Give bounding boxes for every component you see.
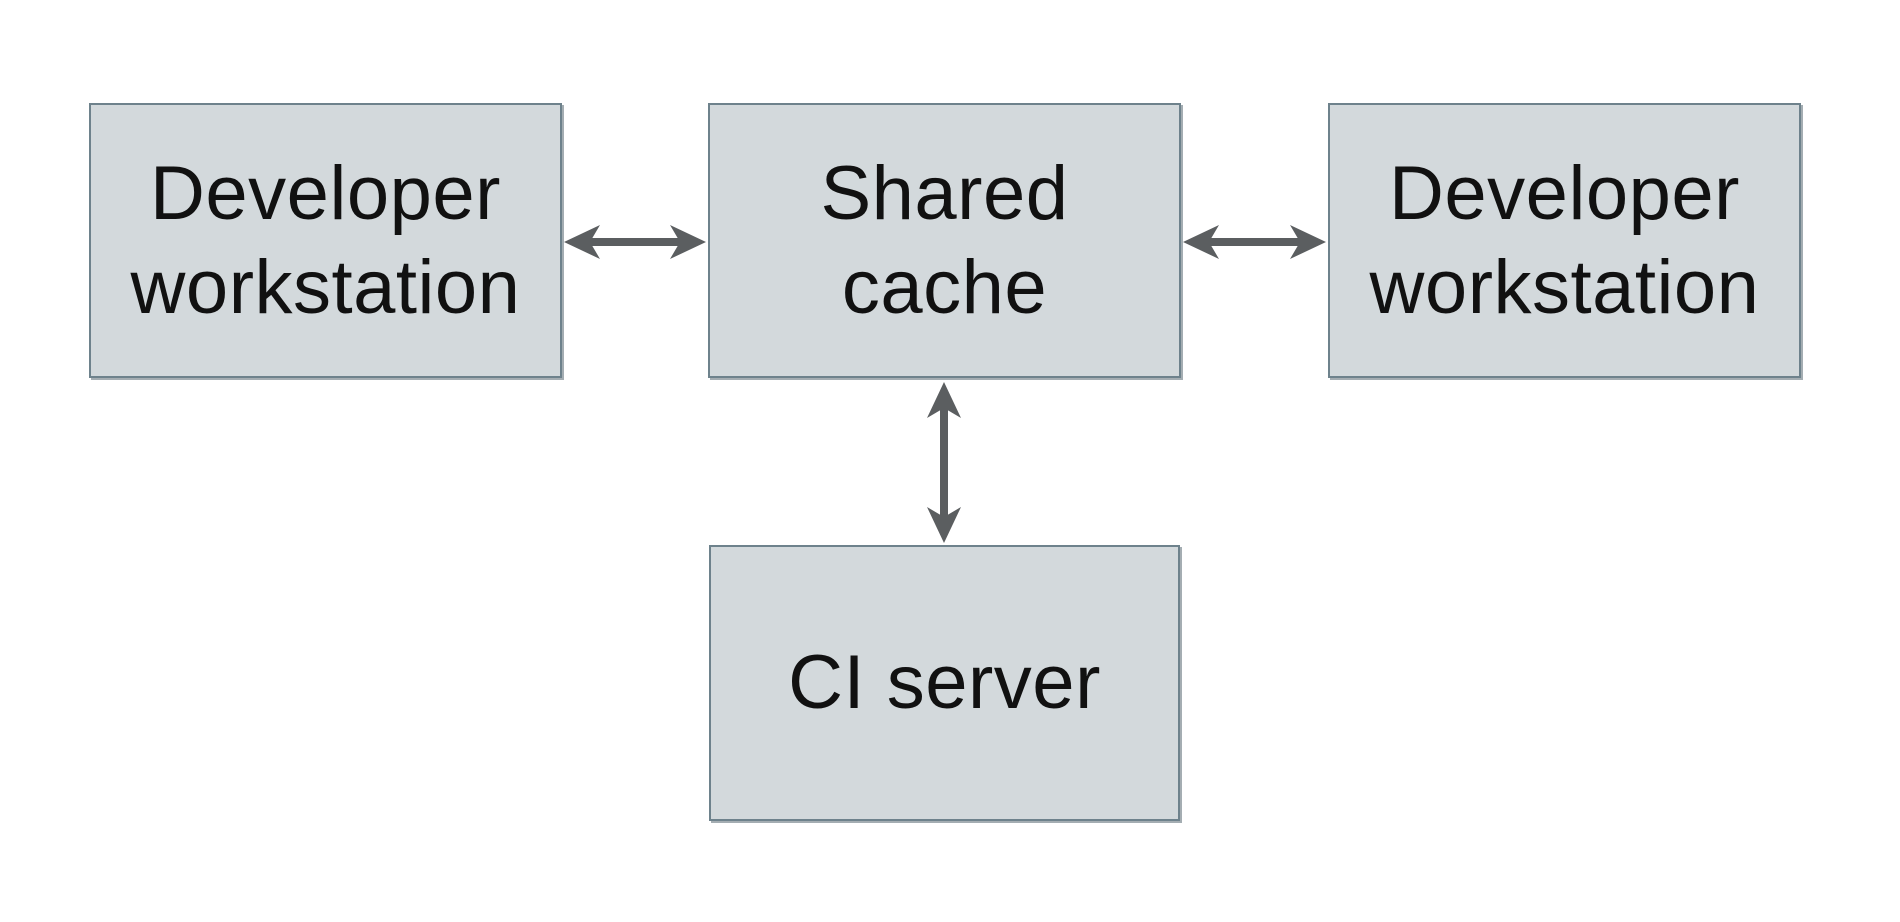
arrowhead-left-icon [1183, 225, 1219, 259]
label-line: CI server [788, 640, 1101, 725]
label-line: cache [841, 244, 1048, 330]
label-line: workstation [130, 244, 521, 330]
node-label: Developer workstation [1370, 147, 1760, 335]
label-line: Developer [1389, 150, 1740, 236]
bidirectional-arrow-vertical-icon [927, 382, 961, 543]
label-line: workstation [1369, 244, 1760, 330]
node-ci-server: CI server [709, 545, 1180, 821]
node-label: CI server [788, 636, 1101, 730]
bidirectional-arrow-left-icon [564, 225, 706, 259]
arrowhead-up-icon [927, 382, 961, 418]
node-shared-cache: Shared cache [708, 103, 1181, 378]
label-line: Developer [150, 150, 501, 236]
arrowhead-down-icon [927, 507, 961, 543]
arrowhead-left-icon [564, 225, 600, 259]
node-label: Shared cache [820, 147, 1068, 335]
arrowhead-right-icon [670, 225, 706, 259]
node-developer-workstation-right: Developer workstation [1328, 103, 1801, 378]
node-developer-workstation-left: Developer workstation [89, 103, 562, 378]
node-label: Developer workstation [131, 147, 521, 335]
bidirectional-arrow-right-icon [1183, 225, 1326, 259]
label-line: Shared [820, 150, 1069, 236]
arrowhead-right-icon [1290, 225, 1326, 259]
